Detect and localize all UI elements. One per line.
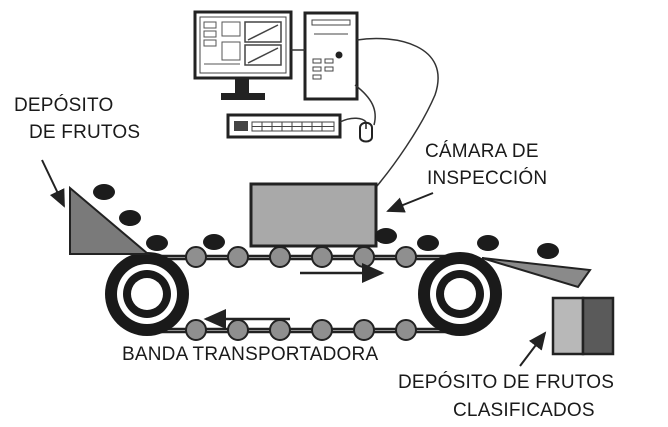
- discharge-chute: [481, 257, 592, 289]
- camera-label-line1: CÁMARA DE: [425, 141, 539, 162]
- inspection-camera-box: [249, 182, 378, 248]
- lower-rollers: [185, 319, 417, 341]
- label-pointer-arrows: [41, 159, 547, 367]
- conveyor-belt-label: BANDA TRANSPORTADORA: [122, 344, 379, 365]
- fruits: [93, 184, 559, 259]
- mouse-icon: [359, 121, 373, 143]
- cpu-tower-icon: [303, 11, 359, 101]
- sorted-deposit-label-line1: DEPÓSITO DE FRUTOS: [398, 372, 615, 393]
- keyboard-icon: [226, 113, 342, 139]
- right-pulley: [418, 252, 502, 336]
- computer-cables: [291, 37, 439, 187]
- left-pulley: [105, 252, 189, 336]
- computer-monitor-icon: [193, 10, 293, 100]
- camera-label-line2: INSPECCIÓN: [427, 168, 548, 189]
- sorted-fruit-bin: [551, 296, 615, 356]
- fruit-deposit-label-line2: DE FRUTOS: [29, 122, 141, 143]
- fruit-hopper: [69, 185, 151, 255]
- sorted-deposit-label-line2: CLASIFICADOS: [453, 400, 595, 421]
- belt-direction-arrows: [203, 263, 385, 329]
- fruit-deposit-label-line1: DEPÓSITO: [14, 95, 114, 116]
